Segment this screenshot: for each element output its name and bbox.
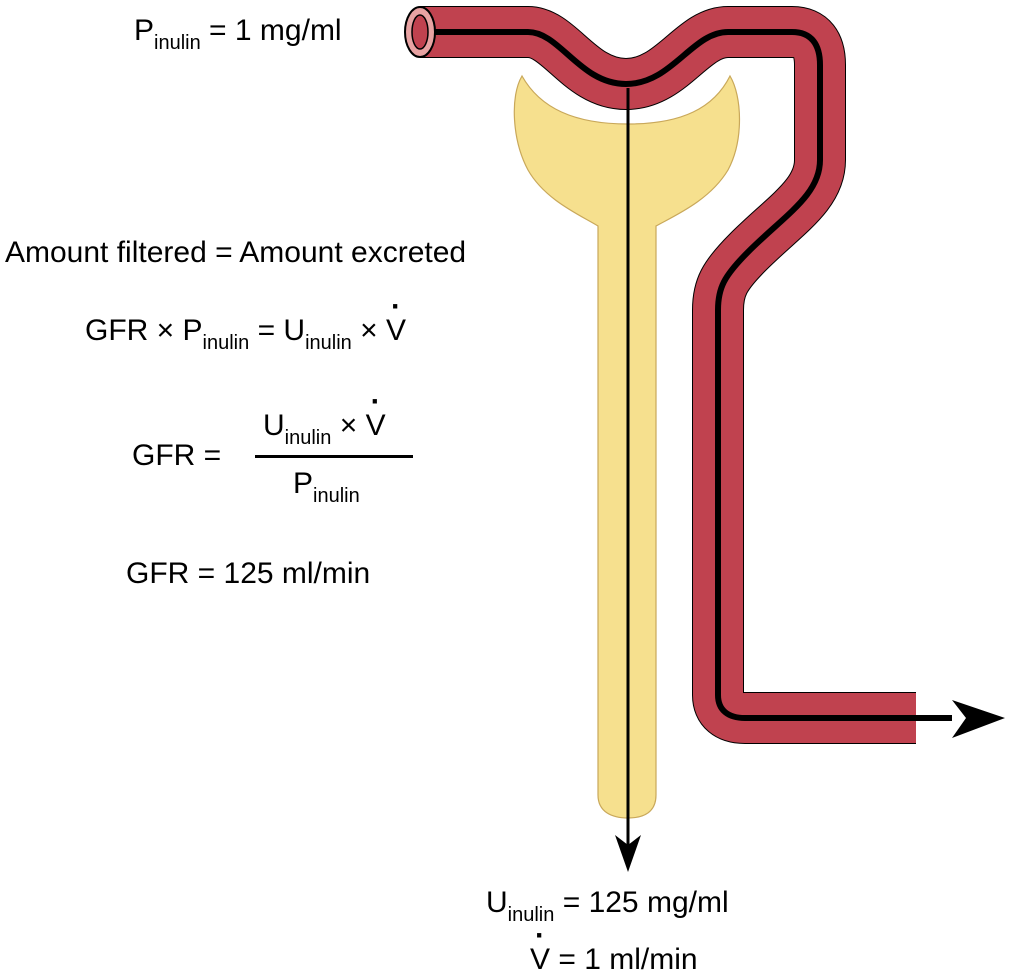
eq3-p: P [293, 467, 314, 500]
fraction-numerator: Uinulin × V [263, 387, 386, 448]
u-symbol: U [486, 886, 508, 919]
eq2-u-sub: inulin [305, 332, 352, 354]
eq3-lhs: GFR = [132, 439, 222, 472]
equation-gfr-result: GFR = 125 ml/min [126, 557, 371, 590]
fraction-denominator: Pinulin [293, 467, 360, 507]
flow-arrow-icon [952, 700, 1005, 738]
v-value: = 1 ml/min [550, 943, 698, 976]
eq3-u-sub: inulin [284, 427, 332, 449]
fraction-bar [255, 455, 413, 458]
eq3-v-dot: V [366, 387, 386, 441]
eq2-p: P [182, 314, 203, 347]
u-value: = 125 mg/ml [554, 886, 729, 919]
equation-amount: Amount filtered = Amount excreted [5, 236, 467, 269]
vessel-lumen-icon [411, 14, 429, 50]
gfr-fraction: Uinulin × V Pinulin [255, 387, 415, 507]
p-inulin-label: Pinulin = 1 mg/ml [134, 14, 342, 54]
blood-flow-line [428, 29, 952, 721]
v-flow-label: V = 1 ml/min [530, 921, 698, 976]
p-symbol: P [134, 14, 155, 47]
eq3-p-sub: inulin [313, 485, 360, 507]
eq2-gfr: GFR × [85, 314, 183, 347]
v-symbol: V [530, 921, 550, 975]
eq2-eq-u: = U [249, 314, 306, 347]
p-subscript: inulin [154, 32, 201, 54]
p-value: = 1 mg/ml [200, 14, 342, 47]
u-inulin-label: Uinulin = 125 mg/ml [486, 886, 729, 926]
eq2-v-dot: V [386, 292, 406, 346]
eq3-times: × [331, 409, 366, 442]
equation-gfr-product: GFR × Pinulin = Uinulin × V [85, 292, 406, 353]
eq2-p-sub: inulin [202, 332, 250, 354]
eq3-u: U [263, 409, 285, 442]
down-arrow-icon [615, 835, 641, 872]
eq2-times: × [351, 314, 386, 347]
